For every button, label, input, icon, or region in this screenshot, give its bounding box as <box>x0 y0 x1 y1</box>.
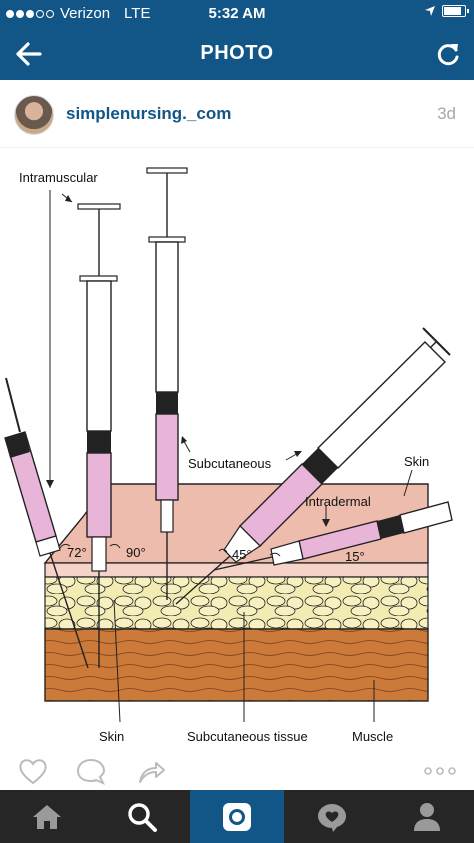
tab-profile[interactable] <box>379 790 474 843</box>
camera-icon <box>222 802 251 831</box>
post-actions <box>0 752 474 790</box>
tab-bar <box>0 790 474 843</box>
label-intramuscular: Intramuscular <box>19 170 98 185</box>
label-intradermal: Intradermal <box>305 494 371 509</box>
search-icon <box>128 802 158 832</box>
heart-icon[interactable] <box>16 756 50 786</box>
avatar[interactable] <box>14 95 54 135</box>
battery-fill <box>444 7 461 15</box>
label-angle-90: 90° <box>126 545 146 560</box>
share-icon[interactable] <box>134 756 168 786</box>
more-options-icon[interactable] <box>422 756 458 786</box>
nav-bar: PHOTO <box>0 28 474 80</box>
arrow-left-icon[interactable] <box>12 40 44 68</box>
tab-camera[interactable] <box>189 790 285 843</box>
comment-icon[interactable] <box>74 756 108 786</box>
refresh-icon[interactable] <box>434 40 462 68</box>
username-link[interactable]: simplenursing._com <box>66 104 232 123</box>
activity-icon <box>317 803 346 832</box>
page-title: PHOTO <box>200 42 274 64</box>
status-bar: Verizon LTE 5:32 AM <box>0 0 474 28</box>
tab-activity[interactable] <box>284 790 379 843</box>
label-angle-72: 72° <box>67 545 87 560</box>
label-angle-15: 15° <box>345 549 365 564</box>
tab-home[interactable] <box>0 790 95 843</box>
syringe-subcutaneous-45 <box>175 327 451 605</box>
status-left: Verizon LTE <box>6 5 150 22</box>
tab-search[interactable] <box>95 790 190 843</box>
battery-icon <box>442 5 469 17</box>
syringe-intradermal <box>213 501 453 571</box>
injection-diagram: Intramuscular Subcutaneous Intradermal S… <box>4 167 453 744</box>
syringe-intramuscular-72 <box>4 377 89 669</box>
syringe-subcutaneous <box>146 167 188 600</box>
status-right <box>424 5 469 17</box>
network-type: LTE <box>124 5 151 22</box>
label-muscle: Muscle <box>352 729 393 744</box>
label-subcutaneous: Subcutaneous <box>188 456 272 471</box>
carrier-name: Verizon <box>60 5 111 22</box>
home-icon <box>33 804 62 829</box>
post-photo[interactable]: Intramuscular Subcutaneous Intradermal S… <box>0 148 474 752</box>
post-timestamp: 3d <box>437 104 456 123</box>
fat-layer <box>44 576 429 630</box>
syringe-intramuscular-90 <box>77 203 121 668</box>
label-subcutaneous-tissue: Subcutaneous tissue <box>187 729 308 744</box>
label-angle-45: 45° <box>232 547 252 562</box>
location-arrow-icon <box>425 6 435 16</box>
label-skin-top: Skin <box>404 454 429 469</box>
post-header: simplenursing._com 3d <box>0 80 474 148</box>
signal-strength-icon <box>6 9 54 18</box>
status-time: 5:32 AM <box>208 5 266 22</box>
muscle-layer <box>44 628 429 702</box>
label-skin-bottom: Skin <box>99 729 124 744</box>
profile-icon <box>413 802 440 831</box>
